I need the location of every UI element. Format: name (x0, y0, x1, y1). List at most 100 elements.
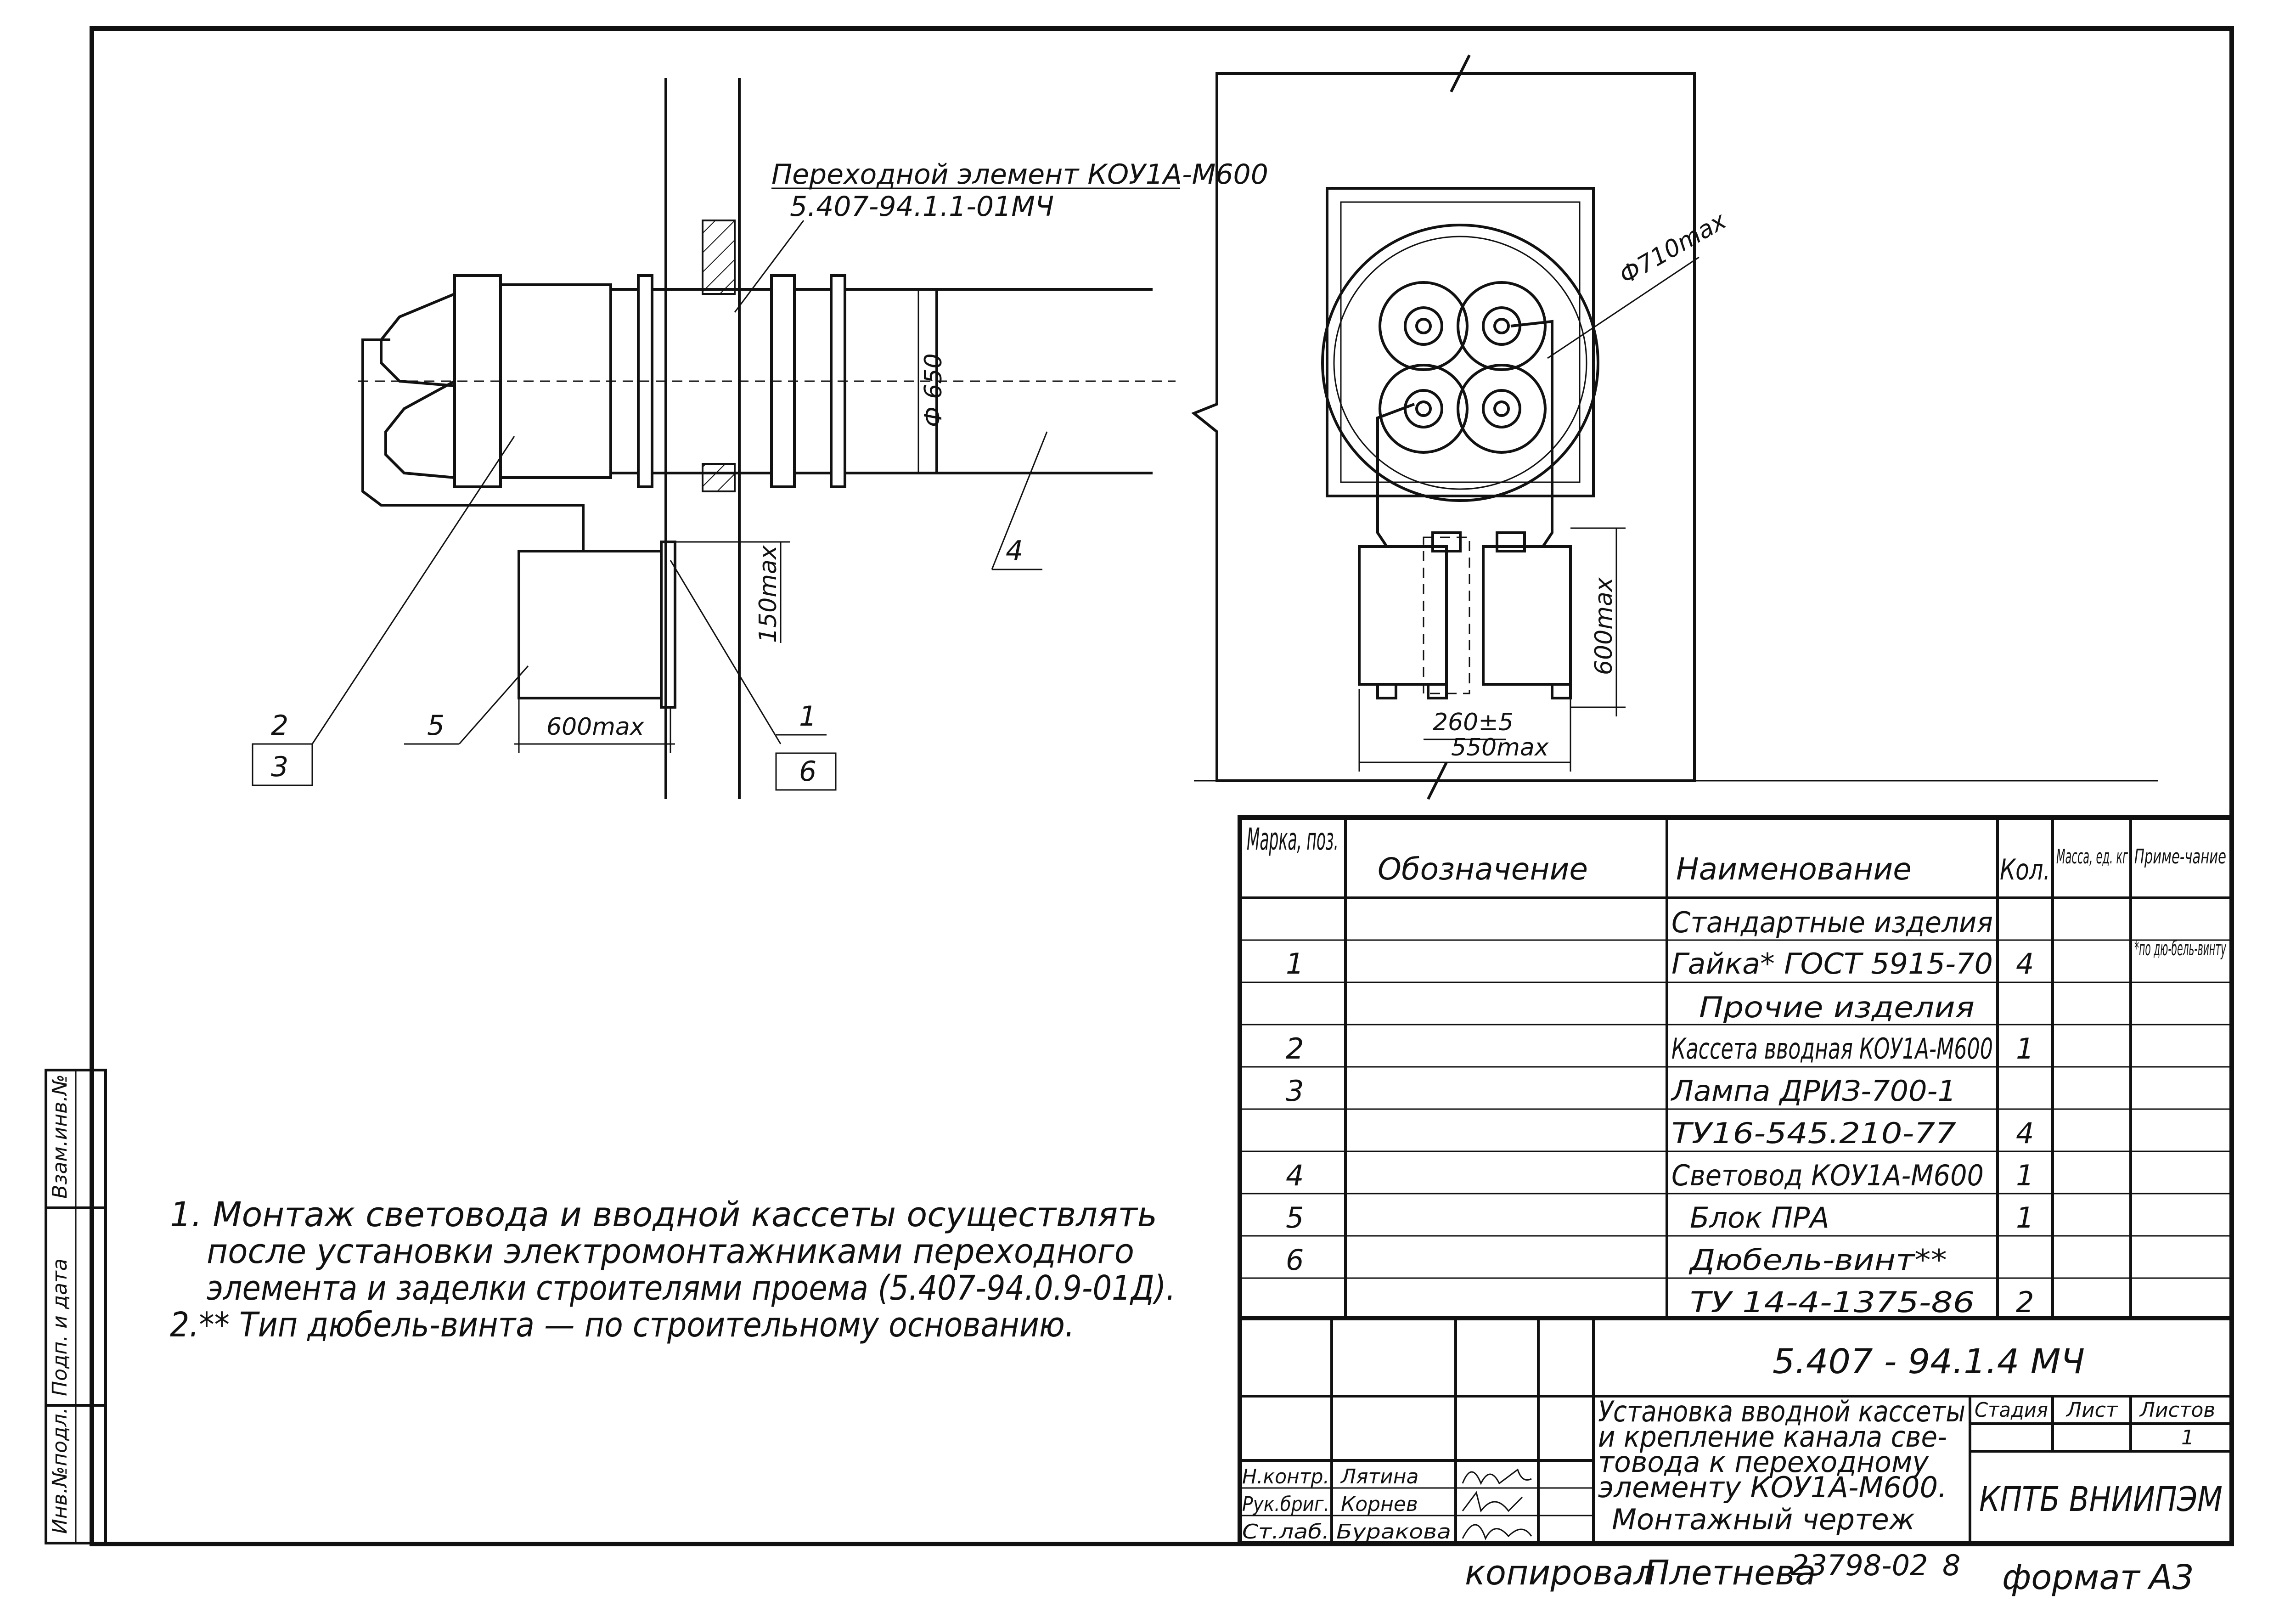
callout-6: 6 (799, 755, 816, 788)
svg-text:4: 4 (2016, 1116, 2034, 1150)
opening-outer (1326, 187, 1595, 497)
name-1: Лятина (1340, 1465, 1419, 1488)
wall-outline (1191, 54, 1696, 800)
notes: 1. Монтаж световода и вводной кассеты ос… (170, 1195, 1176, 1345)
wall-hatch-top (702, 220, 736, 295)
dim-600-horizontal: 600max (546, 713, 645, 741)
name-2: Корнев (1341, 1493, 1418, 1516)
svg-text:ТУ 14-4-1375-86: ТУ 14-4-1375-86 (1690, 1285, 1975, 1319)
title-line-1: Установка вводной кассеты (1598, 1395, 1965, 1428)
svg-text:1: 1 (2016, 1201, 2034, 1234)
svg-text:Гайка* ГОСТ 5915-70: Гайка* ГОСТ 5915-70 (1671, 947, 1993, 981)
note-line-3: элемента и заделки строителями проема (5… (207, 1268, 1176, 1308)
pra-block (518, 550, 663, 699)
table-row: 5 Блок ПРА 1 (1286, 1201, 2034, 1234)
title-line-3: товода к переходному (1598, 1445, 1929, 1479)
note-line-1: 1. Монтаж световода и вводной кассеты ос… (170, 1195, 1157, 1234)
cable (361, 338, 585, 551)
callout-2: 2 (271, 710, 288, 742)
stamp-sign-label: Подп. и дата (48, 1258, 72, 1396)
role-2: Рук.бриг. (1242, 1493, 1329, 1516)
svg-text:Лампа ДРИЗ-700-1: Лампа ДРИЗ-700-1 (1671, 1074, 1956, 1108)
dim-650: Ф 650 (920, 353, 947, 427)
svg-text:ТУ16-545.210-77: ТУ16-545.210-77 (1671, 1116, 1956, 1150)
spec-header-name: Наименование (1676, 851, 1912, 887)
footer: копировал Плетнева 23798-02 8 формат А3 (1465, 1549, 2194, 1597)
spec-header-mass: Масса, ед. кг (2056, 845, 2128, 868)
role-1: Н.контр. (1242, 1465, 1329, 1488)
transition-label-line2: 5.407-94.1.1-01МЧ (790, 191, 1054, 223)
cassette-circle-inner (1333, 236, 1587, 490)
spec-row-lines (1240, 939, 2232, 1279)
lamp-lower (384, 378, 456, 479)
dim-550: 550max (1451, 734, 1549, 761)
copy-page: 8 (1942, 1549, 1960, 1582)
svg-text:5: 5 (1286, 1201, 1304, 1234)
cassette-circle-outer (1321, 224, 1599, 502)
table-row: 3 Лампа ДРИЗ-700-1 (1286, 1074, 1956, 1108)
svg-text:1: 1 (2016, 1032, 2034, 1065)
table-row: Стандартные изделия (1671, 906, 1993, 939)
front-pra-left (1358, 545, 1448, 686)
signature-3 (1462, 1524, 1532, 1540)
svg-text:1: 1 (1286, 947, 1304, 981)
sheets-label: Листов (2139, 1398, 2215, 1422)
title-line-4: элементу КОУ1А-М600. (1598, 1471, 1947, 1504)
table-row: Прочие изделия (1699, 991, 1975, 1024)
note-line-4: 2.** Тип дюбель-винта — по строительному… (170, 1305, 1075, 1345)
name-3: Буракова (1336, 1520, 1451, 1544)
spec-rows: Стандартные изделия 1 Гайка* ГОСТ 5915-7… (1286, 906, 2226, 1319)
format-label: формат (2002, 1558, 2141, 1597)
spec-header-note: Приме-чание (2134, 845, 2226, 868)
dim-260: 260±5 (1433, 709, 1514, 736)
spec-header-qty: Кол. (2000, 853, 2050, 886)
front-view: Ф710max 600max 260±5 550max (1191, 54, 2158, 800)
table-row: ТУ16-545.210-77 4 (1671, 1116, 2034, 1150)
stamp-replace-label: Взам.инв.№ (48, 1074, 72, 1199)
svg-text:6: 6 (1286, 1243, 1304, 1277)
side-stamp: Инв.№подл. Подп. и дата Взам.инв.№ (45, 1069, 107, 1544)
lamp-top-right (1457, 281, 1547, 371)
copy-number: 23798-02 (1791, 1549, 1928, 1582)
svg-text:Прочие изделия: Прочие изделия (1699, 991, 1975, 1024)
spec-header-designation: Обозначение (1378, 851, 1588, 887)
doc-code: 5.407 - 94.1.4 МЧ (1773, 1342, 2085, 1381)
pra-bracket (660, 541, 676, 709)
dim-710: Ф710max (1615, 207, 1732, 290)
dim-600-vertical: 600max (1590, 577, 1618, 675)
transition-label-line1: Переходной элемент КОУ1А-М600 (771, 158, 1268, 191)
stamp-inv-label: Инв.№подл. (48, 1407, 72, 1534)
copied-label: копировал (1465, 1553, 1655, 1593)
svg-text:Дюбель-винт**: Дюбель-винт** (1688, 1243, 1947, 1277)
svg-text:4: 4 (2016, 947, 2034, 981)
lamp-top-left (1379, 281, 1469, 371)
front-pra-right (1482, 545, 1572, 686)
table-row: ТУ 14-4-1375-86 2 (1690, 1285, 2034, 1319)
signature-2 (1462, 1491, 1523, 1513)
dim-150: 150max (754, 545, 782, 643)
role-3: Ст.лаб. (1242, 1520, 1329, 1544)
callout-5: 5 (427, 710, 445, 742)
note-line-2: после установки электромонтажниками пере… (207, 1232, 1134, 1271)
svg-text:2: 2 (1286, 1032, 1304, 1065)
table-row: 6 Дюбель-винт** (1286, 1243, 1947, 1277)
sheets-value: 1 (2181, 1426, 2194, 1449)
svg-text:Световод КОУ1А-М600: Световод КОУ1А-М600 (1671, 1159, 1984, 1192)
svg-text:1: 1 (2016, 1159, 2034, 1192)
opening-inner (1340, 201, 1581, 483)
lamp-bottom-left (1379, 364, 1469, 454)
format-value: А3 (2147, 1558, 2194, 1597)
organization: КПТБ ВНИИПЭМ (1979, 1480, 2223, 1519)
wall-hatch-bottom (702, 463, 736, 492)
table-row: 4 Световод КОУ1А-М600 1 (1286, 1159, 2034, 1192)
title-line-5: Монтажный чертеж (1612, 1503, 1915, 1536)
sheet-frame (90, 26, 2234, 1546)
svg-text:Блок ПРА: Блок ПРА (1690, 1201, 1829, 1234)
table-row: 1 Гайка* ГОСТ 5915-70 4 *по дю-бель-винт… (1286, 937, 2226, 981)
svg-text:2: 2 (2016, 1285, 2034, 1319)
svg-text:4: 4 (1286, 1159, 1304, 1192)
lamp-upper (380, 292, 456, 388)
table-row: 2 Кассета вводная КОУ1А-М600 1 (1286, 1032, 2034, 1065)
svg-text:*по дю-бель-винту: *по дю-бель-винту (2134, 937, 2226, 960)
